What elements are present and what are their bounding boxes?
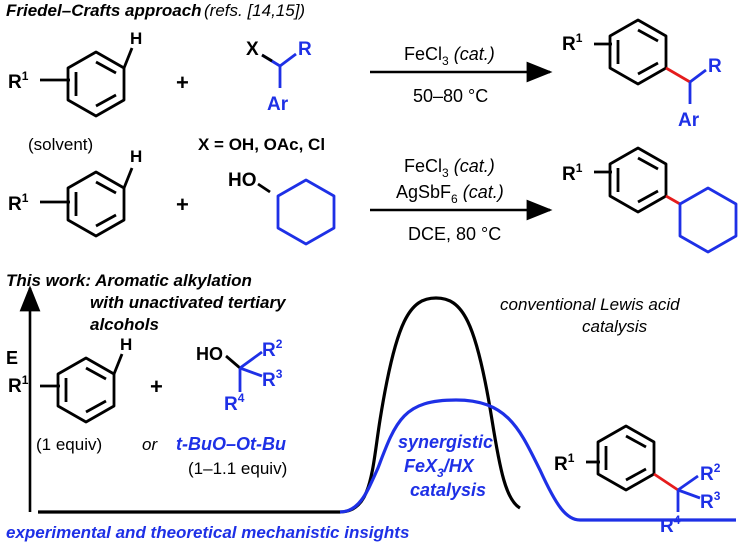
r2-cyclohexane (276, 178, 336, 246)
r1-arene-r1: R1 (8, 69, 29, 93)
tw-alcohol-ho-bond (225, 354, 241, 370)
r1-conditions: 50–80 °C (413, 86, 488, 106)
r1-reagent-xbond (261, 53, 273, 63)
r1-reagent-r: R (298, 39, 312, 60)
r1-product-side (688, 68, 707, 104)
tw-arene-h: H (120, 335, 132, 354)
conventional-label-2: catalysis (582, 317, 648, 336)
tw-alcohol-r3: R3 (262, 367, 283, 391)
r1-arene-h: H (130, 29, 142, 48)
r2-catalyst2: AgSbF6 (cat.) (396, 182, 504, 206)
tw-alcohol-r2: R2 (262, 337, 283, 361)
synergistic-label-2: FeX3/HX (404, 456, 475, 480)
r2-arene (66, 167, 134, 238)
r2-product-ring (608, 146, 668, 214)
tw-alt-reagent: t-BuO–Ot-Bu (176, 434, 286, 454)
synergistic-profile (339, 398, 736, 522)
r2-plus: + (176, 192, 189, 217)
r2-arene-r1: R1 (8, 191, 29, 215)
tw-product-r3: R3 (700, 489, 721, 513)
r1-solvent-note: (solvent) (28, 135, 93, 154)
synergistic-label-3: catalysis (410, 480, 486, 500)
this-work-line1: This work: Aromatic alkylation (6, 271, 252, 290)
tw-product-side (676, 474, 701, 512)
tw-or: or (142, 435, 158, 454)
r1-product-ring (608, 18, 668, 86)
r1-plus: + (176, 70, 189, 95)
r2-product-r1: R1 (562, 161, 583, 185)
tw-product-r1: R1 (554, 451, 575, 475)
r1-arene (66, 47, 134, 118)
tw-product-new-bond (653, 472, 679, 492)
r2-product-cyclohexane (678, 186, 738, 254)
r1-product-ar: Ar (678, 110, 700, 131)
r2-product-new-bond (665, 194, 681, 206)
conventional-profile (38, 296, 521, 514)
r2-conditions: DCE, 80 °C (408, 224, 501, 244)
r2-catalyst1: FeCl3 (cat.) (404, 156, 495, 180)
this-work-line3: alcohols (90, 315, 159, 334)
tw-arene-r1: R1 (8, 373, 29, 397)
tw-plus: + (150, 374, 163, 399)
conventional-label-1: conventional Lewis acid (500, 295, 680, 314)
tw-alt-equiv: (1–1.1 equiv) (188, 459, 287, 478)
r1-product-r1: R1 (562, 31, 583, 55)
tw-arene (56, 353, 124, 424)
r1-catalyst: FeCl3 (cat.) (404, 44, 495, 68)
tw-alcohol-bonds (238, 350, 263, 392)
r1-reagent-x: X (246, 39, 259, 60)
synergistic-label-1: synergistic (398, 432, 493, 452)
this-work-line2: with unactivated tertiary (90, 293, 287, 312)
tw-product-r2: R2 (700, 461, 721, 485)
tw-product-r4: R4 (660, 513, 681, 537)
insights-caption: experimental and theoretical mechanistic… (6, 523, 409, 542)
r1-reagent-ar: Ar (267, 94, 289, 115)
r2-arene-h: H (130, 147, 142, 166)
r1-product-r: R (708, 56, 722, 77)
r1-x-definition: X = OH, OAc, Cl (198, 135, 325, 154)
tw-arene-equiv: (1 equiv) (36, 435, 102, 454)
r1-product-new-bond (665, 66, 691, 84)
header-title: Friedel–Crafts approach (6, 1, 202, 20)
r2-reagent-ho: HO (228, 170, 257, 191)
energy-axis-label: E (6, 348, 18, 368)
tw-product-ring (596, 424, 656, 492)
header-refs: (refs. [14,15]) (204, 1, 305, 20)
tw-alcohol-r4: R4 (224, 391, 245, 415)
r2-reagent-ho-bond (257, 182, 271, 194)
tw-alcohol-ho: HO (196, 344, 223, 364)
